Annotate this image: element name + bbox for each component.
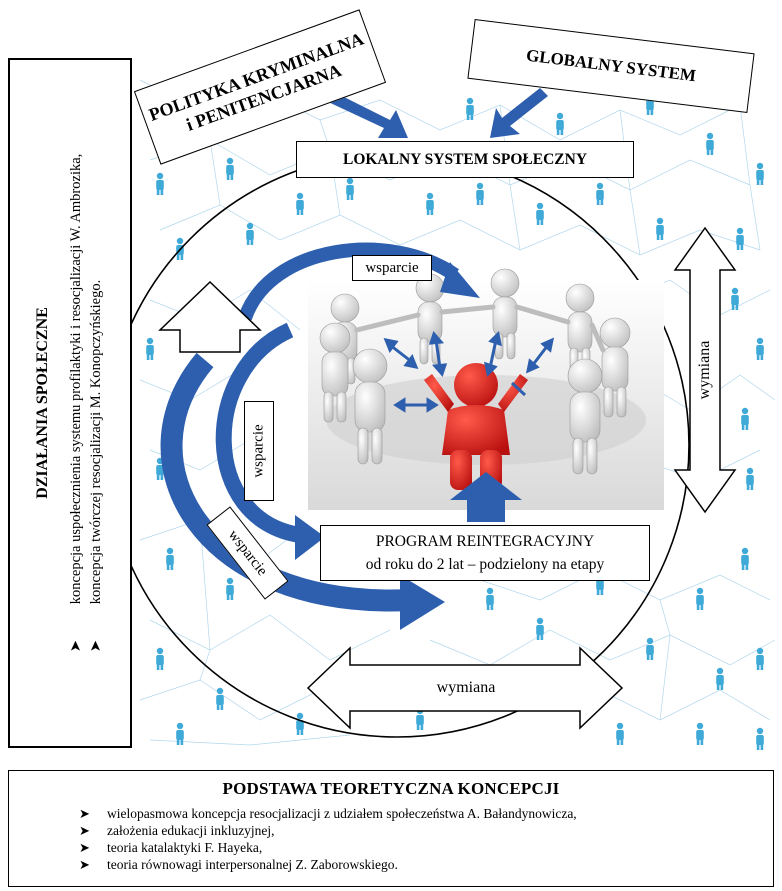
exchange-label-bottom: wymiana <box>436 679 496 696</box>
exchange-arrow-bottom <box>306 646 624 730</box>
bullet-arrow-icon: ➤ <box>88 640 104 653</box>
concept-line-1: ➤ koncepcja uspołecznienia systemu profi… <box>68 153 84 653</box>
interaction-arrows <box>383 330 555 413</box>
program-duration: od roku do 2 lat – podzielony na etapy <box>365 556 605 573</box>
local-social-system-label: LOKALNY SYSTEM SPOŁECZNY <box>342 150 588 168</box>
bullet-arrow-icon: ➤ <box>79 857 90 872</box>
support-arrow-middle <box>215 322 302 543</box>
global-system-label: GLOBALNY SYSTEM <box>525 45 697 86</box>
reintegration-program-box: PROGRAM REINTEGRACYJNY od roku do 2 lat … <box>320 525 650 581</box>
local-social-system-box: LOKALNY SYSTEM SPOŁECZNY <box>296 141 634 178</box>
policy-arrow <box>324 90 408 138</box>
program-title: PROGRAM REINTEGRACYJNY <box>375 533 595 550</box>
bullet-arrow-icon: ➤ <box>79 823 90 838</box>
list-item: ➤założenia edukacji inkluzyjnej, <box>79 823 275 838</box>
list-item: ➤wielopasmowa koncepcja resocjalizacji z… <box>79 806 577 821</box>
exchange-label-right: wymiana <box>696 340 713 400</box>
concept-line-2: ➤ koncepcja twórczej resocjalizacji M. K… <box>88 279 104 653</box>
bullet-arrow-icon: ➤ <box>79 840 90 855</box>
left-panel-social-actions: DZIAŁANIA SPOŁECZNE ➤ koncepcja uspołecz… <box>8 58 132 748</box>
theoretical-basis-panel: PODSTAWA TEORETYCZNA KONCEPCJI ➤wielopas… <box>8 770 774 887</box>
network-background <box>139 79 776 746</box>
support-arrow-large <box>160 352 411 612</box>
up-arrow-white <box>158 280 262 353</box>
support-label-middle: wsparcie <box>244 401 274 501</box>
list-item: ➤teoria równowagi interpersonalnej Z. Za… <box>79 857 398 872</box>
up-arrow-blue <box>450 472 522 522</box>
bullet-arrow-icon: ➤ <box>79 806 90 821</box>
theoretical-basis-title: PODSTAWA TEORETYCZNA KONCEPCJI <box>222 779 560 798</box>
bullet-arrow-icon: ➤ <box>68 640 84 653</box>
left-panel-content: DZIAŁANIA SPOŁECZNE ➤ koncepcja uspołecz… <box>34 154 106 653</box>
social-actions-title: DZIAŁANIA SPOŁECZNE <box>34 307 51 499</box>
white-figures <box>319 268 631 475</box>
exchange-arrow-right <box>673 226 737 514</box>
global-arrow <box>490 88 548 138</box>
theory-list: ➤wielopasmowa koncepcja resocjalizacji z… <box>9 805 773 873</box>
list-item: ➤teoria katalaktyki F. Hayeka, <box>79 840 263 855</box>
support-label-top: wsparcie <box>352 255 432 281</box>
